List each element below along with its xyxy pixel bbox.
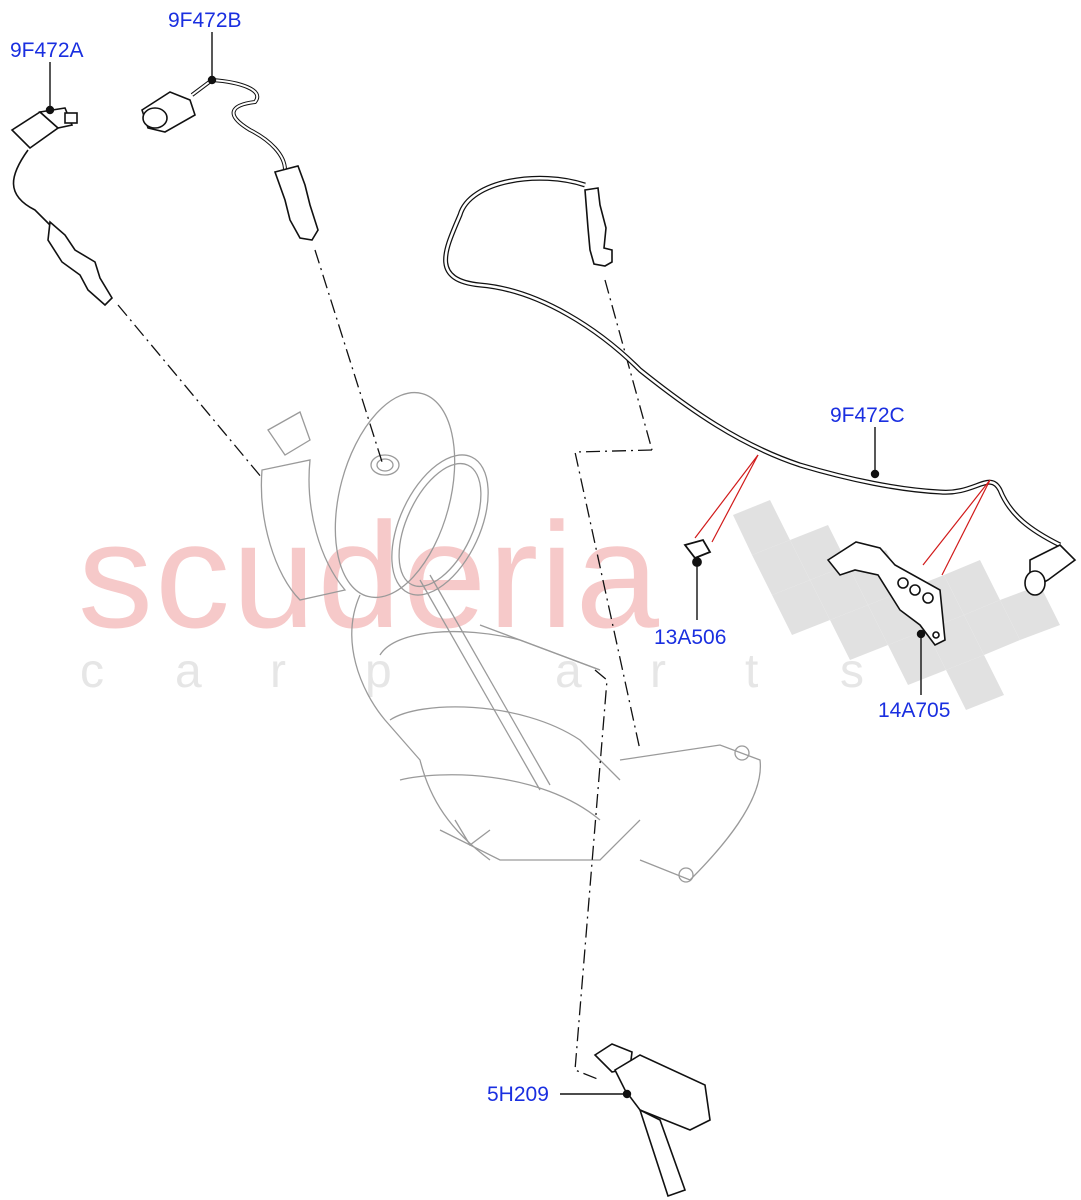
callout-13a506[interactable]: 13A506 <box>654 626 727 649</box>
callout-9f472c[interactable]: 9F472C <box>830 404 905 427</box>
clip-13a506[interactable] <box>683 538 712 567</box>
sensor-5h209[interactable] <box>593 1043 711 1198</box>
oxygen-sensor-9f472a[interactable] <box>10 107 114 307</box>
oxygen-sensor-9f472b[interactable] <box>141 77 319 241</box>
callout-9f472a[interactable]: 9F472A <box>10 39 84 62</box>
oxygen-sensor-9f472c[interactable] <box>443 175 1077 596</box>
bracket-14a705[interactable] <box>826 541 946 647</box>
watermark-brand: scuderia <box>78 491 661 659</box>
callout-14a705[interactable]: 14A705 <box>878 699 951 722</box>
callout-5h209[interactable]: 5H209 <box>487 1083 549 1106</box>
reference-lines <box>117 249 653 1081</box>
callout-9f472b[interactable]: 9F472B <box>168 9 242 32</box>
red-reference-lines <box>694 454 991 576</box>
leader-lines <box>45 32 926 1099</box>
catalytic-converter-ghost <box>260 391 761 883</box>
